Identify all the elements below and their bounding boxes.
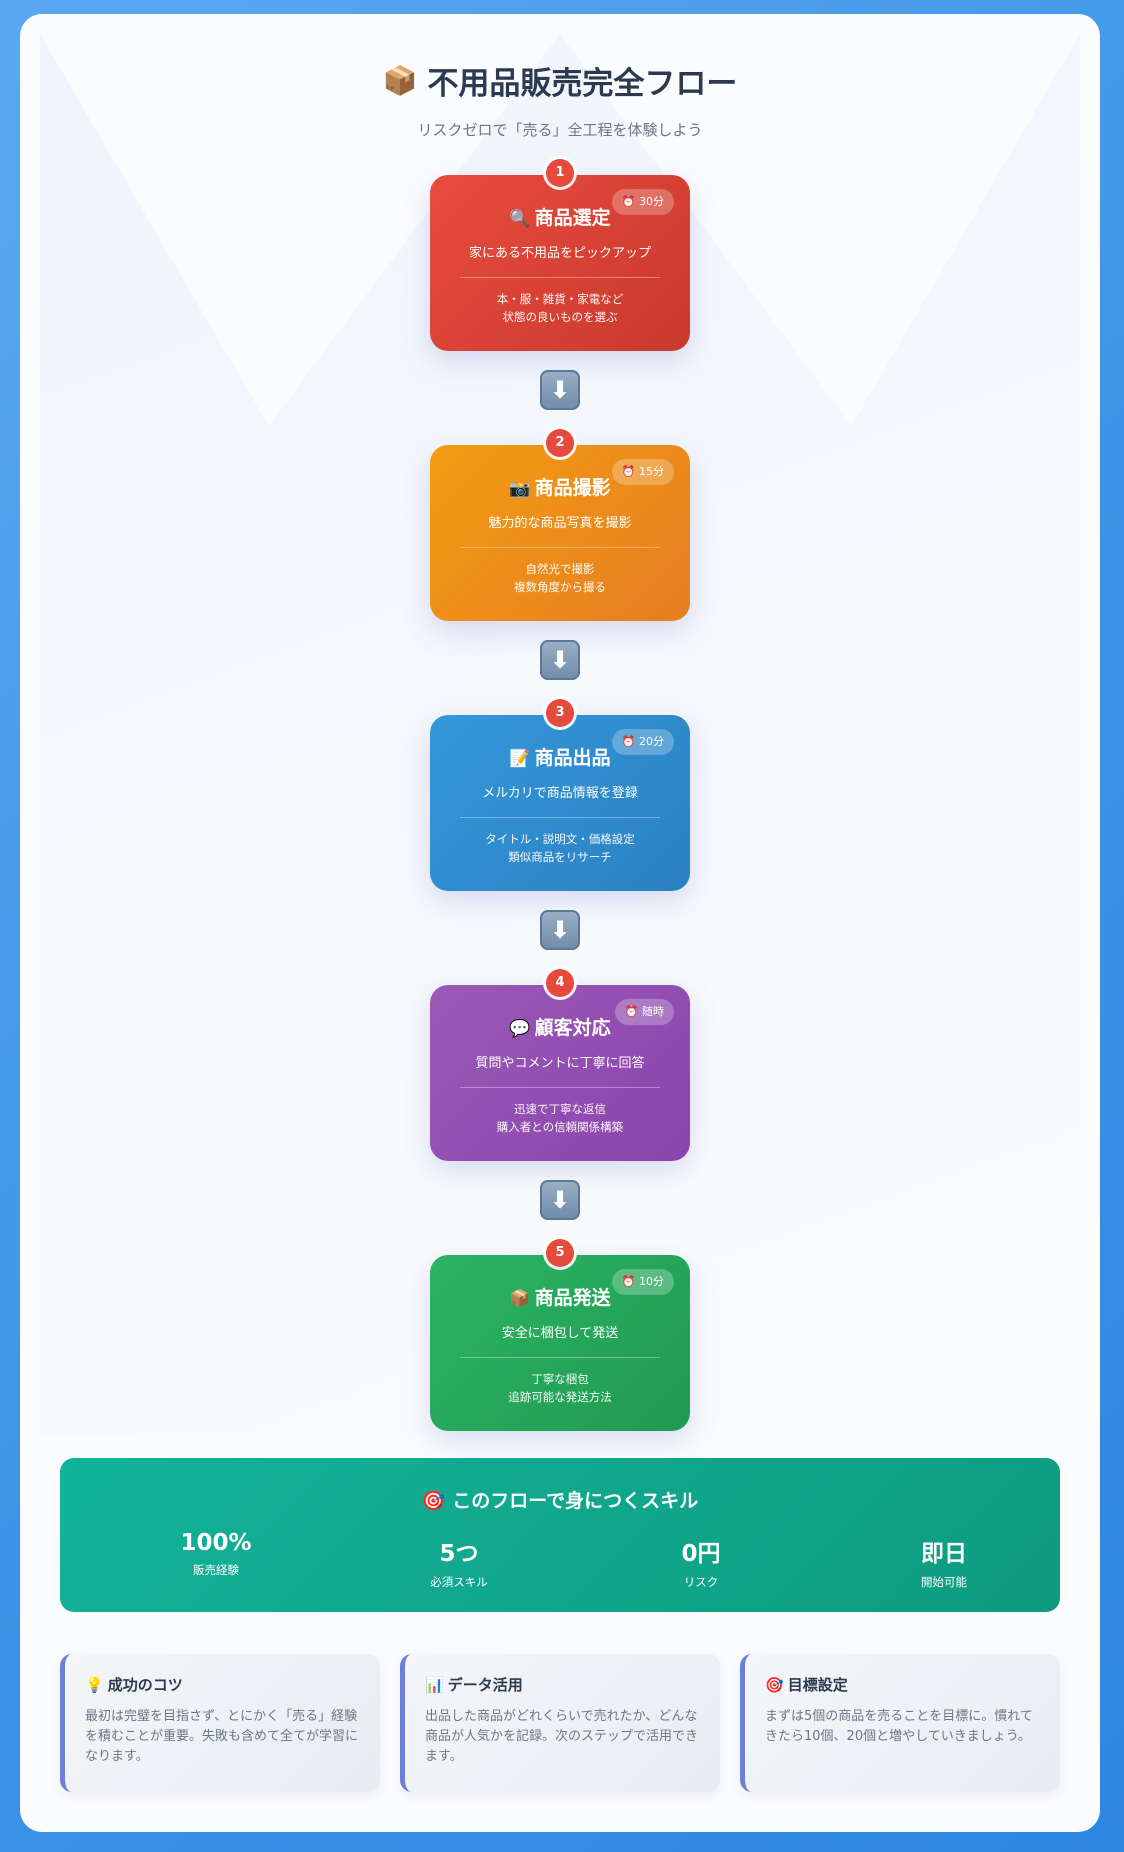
tip-card-goal: 🎯目標設定 まずは5個の商品を売ることを目標に。慣れてきたら10個、20個と増や… [740, 1654, 1060, 1792]
step-number-badge: 2 [546, 429, 574, 457]
down-arrow-icon: ⬇ [540, 370, 580, 410]
step-title-text: 商品発送 [534, 1287, 611, 1309]
stat-start: 即日 開始可能 [844, 1534, 1044, 1590]
step-title: 💬顧客対応 [430, 1013, 690, 1040]
time-badge: ⏰ 20分 [611, 729, 674, 755]
stat-label: リスク [683, 1575, 719, 1589]
lightbulb-icon: 💡 [85, 1676, 104, 1694]
step-detail-line: 複数角度から撮る [514, 580, 606, 594]
stat-value: 0円 [681, 1541, 721, 1567]
time-badge: ⏰ 15分 [611, 459, 674, 485]
stat-experience: 100% 販売経験 [116, 1530, 316, 1578]
camera-icon: 📸 [509, 479, 531, 499]
tip-body: 最初は完璧を目指さず、とにかく「売る」経験を積むことが重要。失敗も含めて全てが学… [85, 1709, 359, 1764]
down-arrow-icon: ⬇ [540, 640, 580, 680]
tip-title: 💡成功のコツ [85, 1674, 360, 1695]
target-icon: 🎯 [421, 1490, 446, 1512]
time-badge: ⏰ 10分 [611, 1269, 674, 1295]
tip-card-data: 📊データ活用 出品した商品がどれくらいで売れたか、どんな商品が人気かを記録。次の… [400, 1654, 720, 1792]
magnifier-icon: 🔍 [509, 209, 531, 229]
stat-risk: 0円 リスク [601, 1534, 801, 1590]
step-title: 📸商品撮影 [430, 473, 690, 500]
main-card: 📦 不用品販売完全フロー リスクゼロで「売る」全工程を体験しよう 1 ⏰ 30分… [20, 14, 1100, 1832]
step-number-badge: 5 [546, 1239, 574, 1267]
tip-card-success: 💡成功のコツ 最初は完璧を目指さず、とにかく「売る」経験を積むことが重要。失敗も… [60, 1654, 380, 1792]
tip-title-text: 目標設定 [787, 1676, 848, 1694]
bar-chart-icon: 📊 [425, 1676, 444, 1694]
speech-bubble-icon: 💬 [509, 1019, 531, 1039]
divider [460, 547, 660, 548]
stat-skills: 5つ 必須スキル [359, 1534, 559, 1590]
tip-title: 🎯目標設定 [765, 1674, 1040, 1695]
step-card-shipping: 5 ⏰ 10分 📦商品発送 安全に梱包して発送 丁寧な梱包 追跡可能な発送方法 [430, 1239, 690, 1431]
step-detail: 丁寧な梱包 追跡可能な発送方法 [430, 1370, 690, 1406]
tip-title-text: データ活用 [447, 1676, 523, 1694]
skills-banner: 🎯 このフローで身につくスキル 100% 販売経験 5つ 必須スキル 0円 リス… [60, 1458, 1060, 1612]
step-detail-line: 丁寧な梱包 [531, 1372, 589, 1386]
step-title: 📝商品出品 [430, 743, 690, 770]
stat-value: 5つ [439, 1541, 479, 1567]
step-number-badge: 4 [546, 969, 574, 997]
time-badge: ⏰ 30分 [611, 189, 674, 215]
step-number-badge: 3 [546, 699, 574, 727]
step-description: 魅力的な商品写真を撮影 [488, 516, 632, 531]
step-detail-line: 自然光で撮影 [525, 562, 595, 576]
page-title: 📦 不用品販売完全フロー [383, 58, 738, 103]
step-title: 📦商品発送 [430, 1283, 690, 1310]
page-title-text: 不用品販売完全フロー [427, 66, 738, 102]
time-badge: ⏰ 随時 [614, 999, 674, 1025]
stat-value: 100% [180, 1530, 252, 1556]
step-number-badge: 1 [546, 159, 574, 187]
tip-body: 出品した商品がどれくらいで売れたか、どんな商品が人気かを記録。次のステップで活用… [425, 1709, 699, 1764]
down-arrow-icon: ⬇ [540, 910, 580, 950]
step-detail-line: 迅速で丁寧な返信 [514, 1102, 606, 1116]
step-card-customer: 4 ⏰ 随時 💬顧客対応 質問やコメントに丁寧に回答 迅速で丁寧な返信 購入者と… [430, 969, 690, 1161]
package-icon: 📦 [509, 1289, 531, 1309]
step-detail-line: 本・服・雑貨・家電など [496, 292, 624, 306]
step-description: 質問やコメントに丁寧に回答 [475, 1056, 645, 1071]
skills-title: 🎯 このフローで身につくスキル [60, 1486, 1060, 1513]
step-detail-line: 購入者との信頼関係構築 [496, 1120, 624, 1134]
divider [460, 1087, 660, 1088]
step-detail: タイトル・説明文・価格設定 類似商品をリサーチ [430, 830, 690, 866]
skills-title-text: このフローで身につくスキル [452, 1490, 699, 1512]
step-detail-line: 類似商品をリサーチ [508, 850, 612, 864]
target-icon: 🎯 [765, 1676, 784, 1694]
step-detail-line: 追跡可能な発送方法 [508, 1390, 612, 1404]
step-title-text: 商品選定 [534, 207, 611, 229]
tip-body: まずは5個の商品を売ることを目標に。慣れてきたら10個、20個と増やしていきまし… [765, 1709, 1033, 1744]
divider [460, 817, 660, 818]
step-card-listing: 3 ⏰ 20分 📝商品出品 メルカリで商品情報を登録 タイトル・説明文・価格設定… [430, 699, 690, 891]
step-description: 家にある不用品をピックアップ [468, 246, 651, 261]
step-title-text: 商品出品 [534, 747, 611, 769]
stat-label: 販売経験 [193, 1563, 239, 1577]
down-arrow-icon: ⬇ [540, 1180, 580, 1220]
step-detail-line: 状態の良いものを選ぶ [502, 310, 618, 324]
step-title: 🔍商品選定 [430, 203, 690, 230]
divider [460, 277, 660, 278]
step-detail: 本・服・雑貨・家電など 状態の良いものを選ぶ [430, 290, 690, 326]
stat-value: 即日 [921, 1541, 967, 1567]
step-description: メルカリで商品情報を登録 [482, 786, 638, 801]
step-card-photo: 2 ⏰ 15分 📸商品撮影 魅力的な商品写真を撮影 自然光で撮影 複数角度から撮… [430, 429, 690, 621]
stat-label: 開始可能 [921, 1575, 967, 1589]
divider [460, 1357, 660, 1358]
step-description: 安全に梱包して発送 [501, 1326, 619, 1341]
step-title-text: 商品撮影 [534, 477, 611, 499]
tip-title-text: 成功のコツ [107, 1676, 183, 1694]
stat-label: 必須スキル [430, 1575, 488, 1589]
page-subtitle: リスクゼロで「売る」全工程を体験しよう [417, 121, 703, 139]
step-title-text: 顧客対応 [534, 1017, 611, 1039]
memo-icon: 📝 [509, 749, 531, 769]
header: 📦 不用品販売完全フロー リスクゼロで「売る」全工程を体験しよう [20, 58, 1100, 140]
tip-title: 📊データ活用 [425, 1674, 700, 1695]
package-icon: 📦 [382, 64, 418, 97]
step-card-select: 1 ⏰ 30分 🔍商品選定 家にある不用品をピックアップ 本・服・雑貨・家電など… [430, 159, 690, 351]
step-detail: 自然光で撮影 複数角度から撮る [430, 560, 690, 596]
step-detail: 迅速で丁寧な返信 購入者との信頼関係構築 [430, 1100, 690, 1136]
step-detail-line: タイトル・説明文・価格設定 [485, 832, 635, 846]
